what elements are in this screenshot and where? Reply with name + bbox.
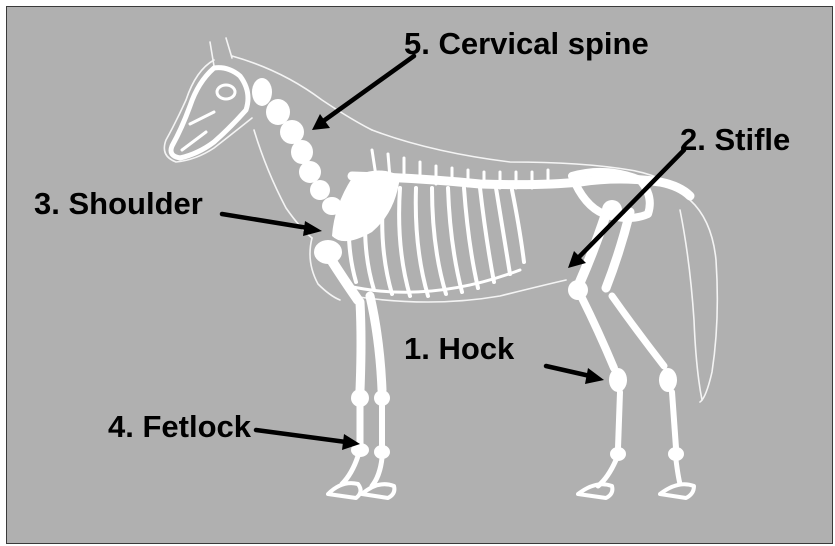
label-cervical-spine: 5. Cervical spine [404,26,649,61]
arrow-stifle [568,150,684,268]
label-fetlock: 4. Fetlock [108,409,252,444]
label-hock: 1. Hock [404,331,515,366]
arrow-cervical [312,56,414,130]
cervical-vertebrae [252,78,342,215]
arrow-fetlock [256,430,360,450]
arrow-shoulder [222,214,322,236]
label-stifle: 2. Stifle [680,122,790,157]
skull [171,68,248,158]
front-leg-near [328,258,369,498]
label-shoulder: 3. Shoulder [34,186,203,221]
arrow-hock [546,366,604,384]
back-vertebrae [352,150,690,220]
